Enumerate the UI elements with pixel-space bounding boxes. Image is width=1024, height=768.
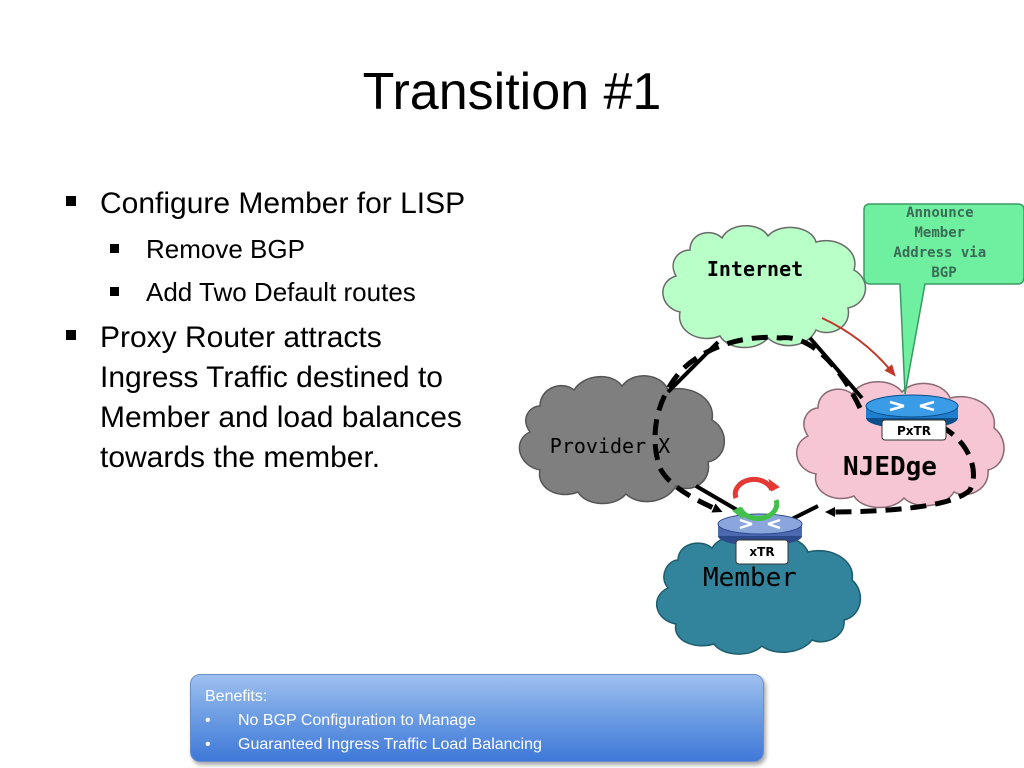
internet-label: Internet: [707, 257, 803, 281]
load-balance-icon: [732, 476, 780, 522]
callout-line-1: Announce: [906, 205, 973, 221]
link-internet-njedge: [808, 336, 864, 400]
pxtr-router-icon: PxTR: [865, 394, 959, 441]
bullet-configure-member: Configure Member for LISP: [60, 184, 480, 224]
sub-bullet-default-routes: Add Two Default routes: [106, 275, 480, 310]
bgp-announce-arrow: [821, 317, 896, 377]
xtr-router-icon: xTR: [717, 513, 803, 565]
dashed-path-via-provider: [652, 334, 863, 513]
njedge-label: NJEDge: [843, 452, 937, 482]
callout-line-4: BGP: [931, 265, 956, 281]
provider-label: Provider X: [550, 434, 670, 458]
xtr-label: xTR: [749, 545, 774, 559]
svg-text:Announce Member Ad: Announce Member Address via BGP: [893, 205, 994, 281]
callout-line-3: Address via: [893, 245, 986, 261]
traffic-paths: [652, 334, 976, 517]
benefit-item-1: No BGP Configuration to Manage: [205, 709, 749, 733]
benefit-item-2: Guaranteed Ingress Traffic Load Balancin…: [205, 733, 749, 757]
internet-cloud: Internet: [662, 225, 867, 349]
slide-title: Transition #1: [362, 63, 662, 121]
announce-callout: Announce Member Address via BGP: [863, 203, 1024, 395]
benefits-heading: Benefits:: [205, 688, 268, 705]
member-cloud: Member: [655, 535, 862, 655]
benefits-box: Benefits: No BGP Configuration to Manage…: [190, 674, 764, 762]
dashed-path-via-njedge: [825, 423, 976, 517]
member-label: Member: [703, 563, 797, 593]
provider-cloud: Provider X: [518, 375, 726, 505]
sub-bullet-remove-bgp: Remove BGP: [106, 232, 480, 267]
pxtr-label: PxTR: [897, 424, 931, 438]
bullet-proxy-router: Proxy Router attracts Ingress Traffic de…: [60, 318, 480, 478]
callout-line-2: Member: [914, 225, 965, 241]
bullet-list: Configure Member for LISP Remove BGP Add…: [60, 184, 480, 486]
